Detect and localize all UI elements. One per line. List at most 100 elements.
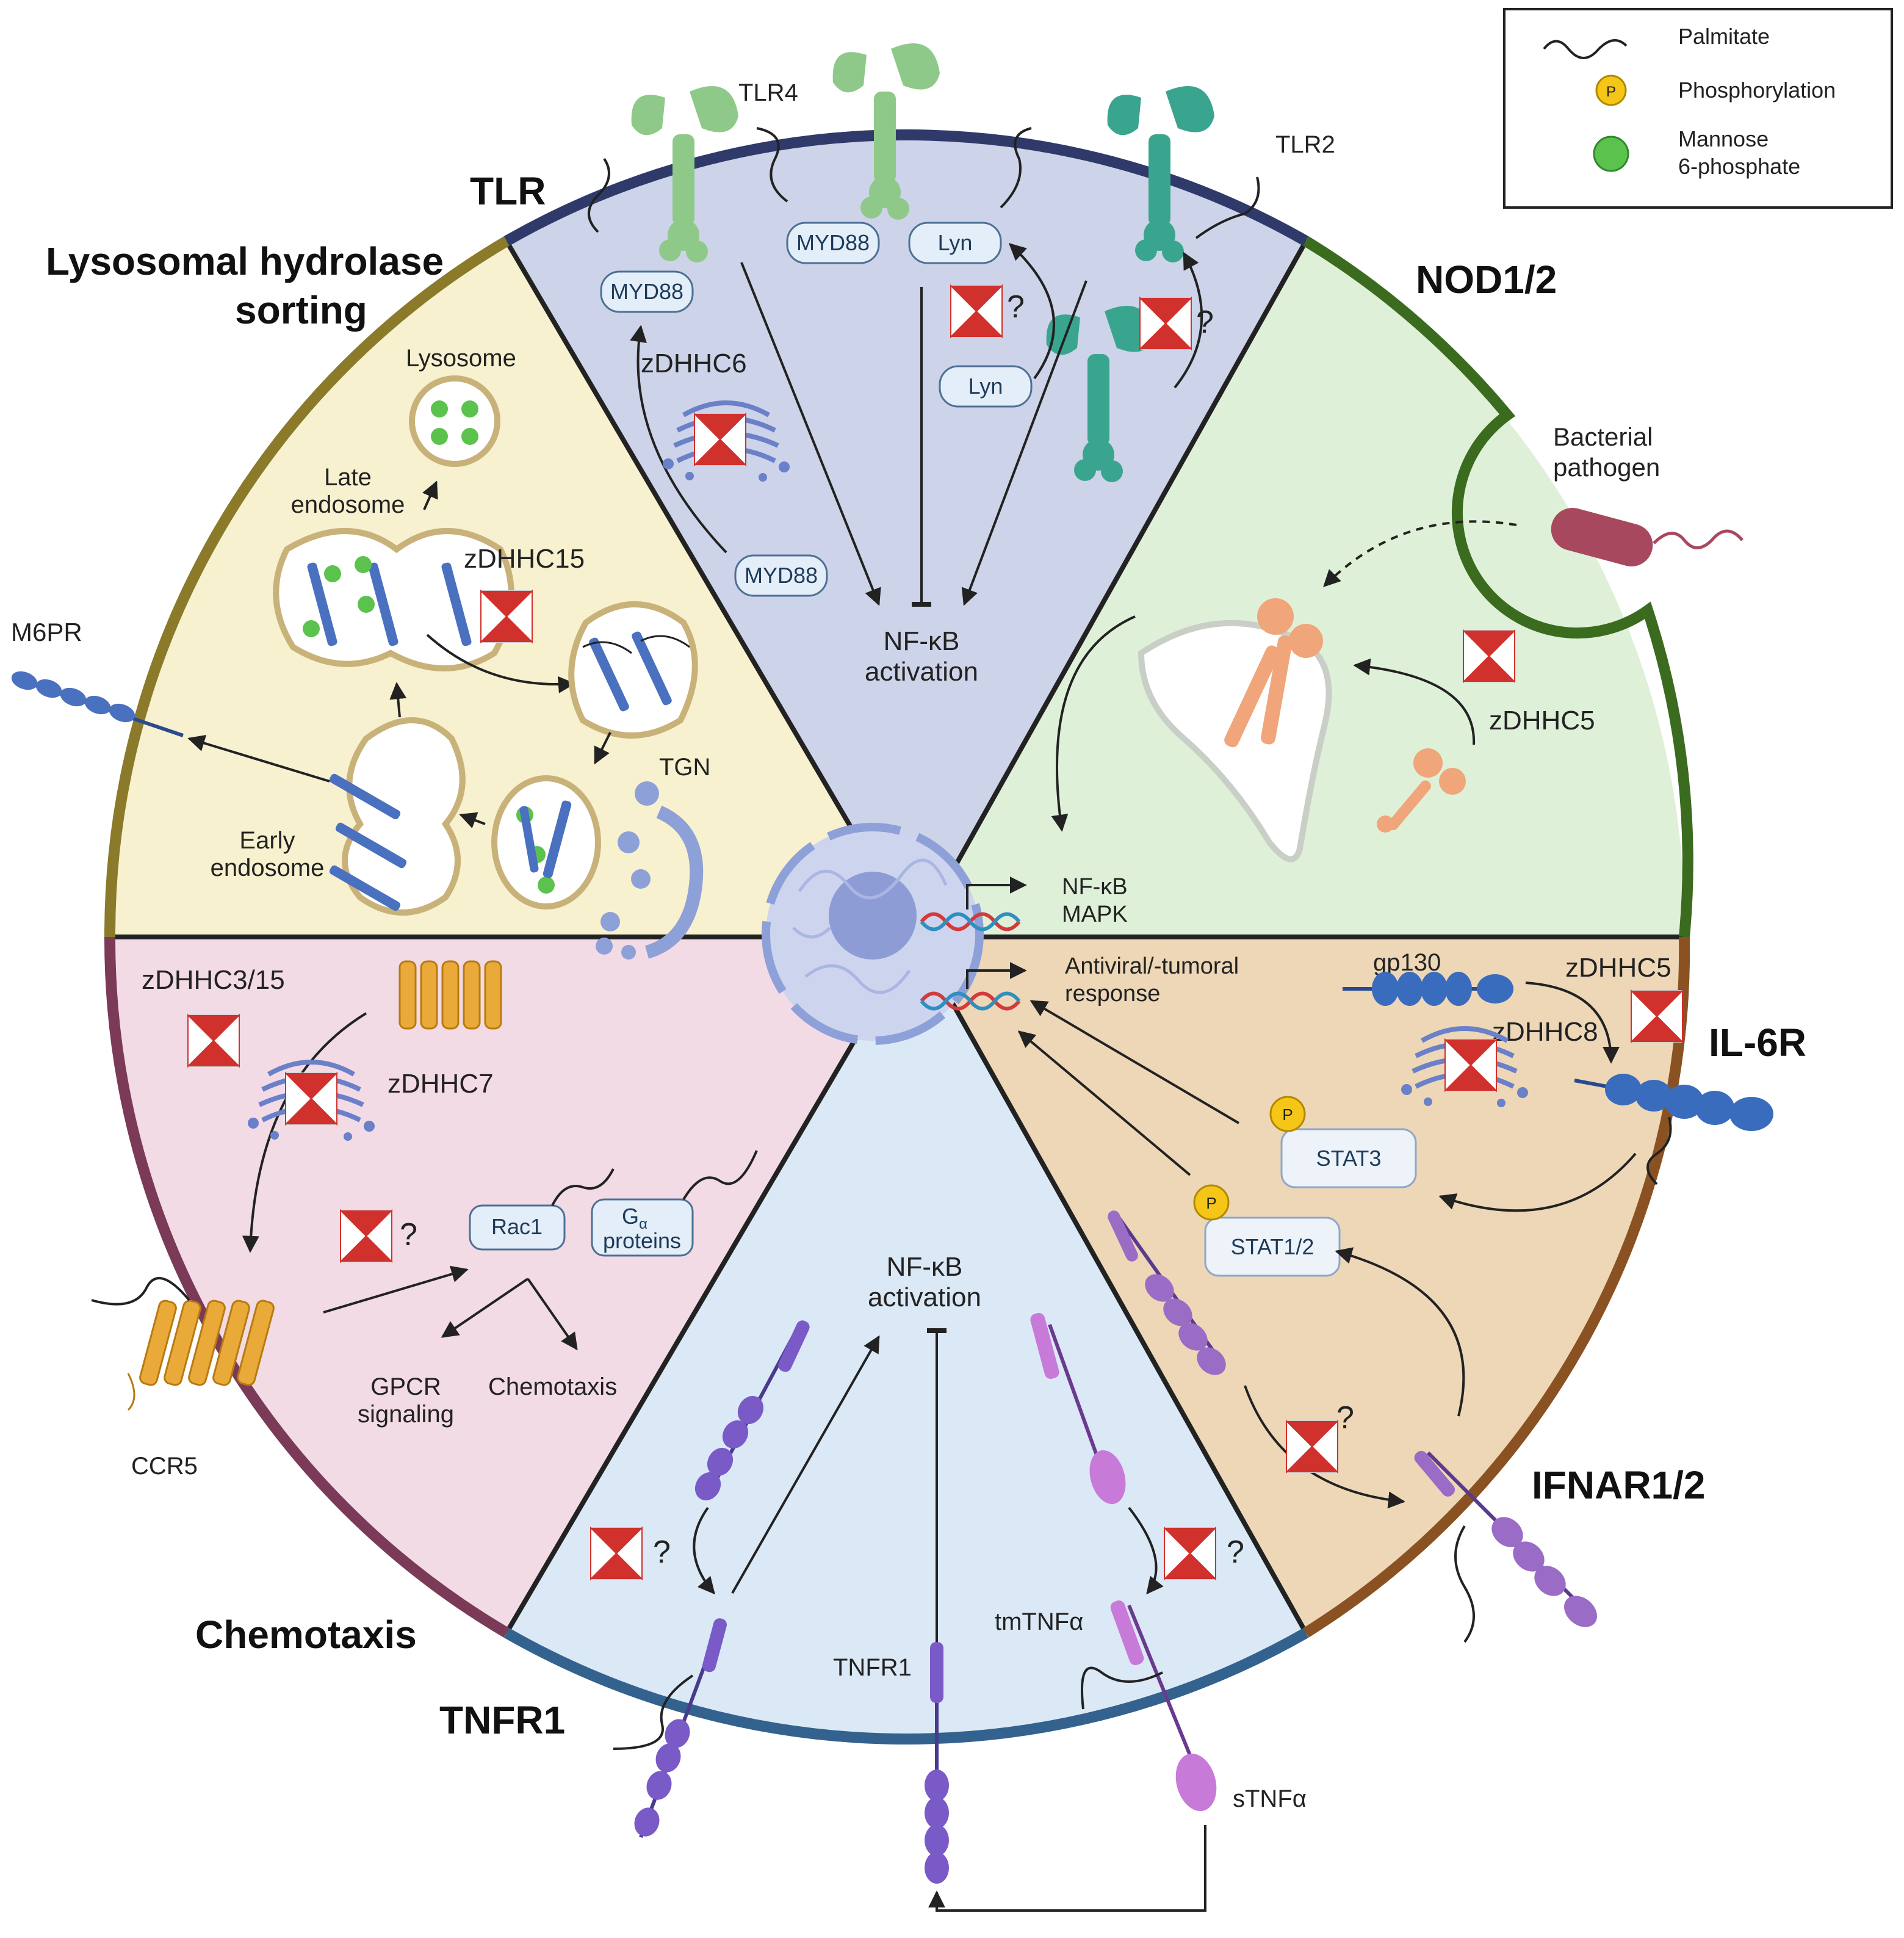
svg-text:MYD88: MYD88 [610,279,683,304]
tnf-wedge [507,937,1306,1739]
tnfr1-receptor-icon-2 [634,1618,727,1839]
nucleus-nfkb: NF-κB [1062,874,1128,900]
lyso-panel: Lysosome Late endosome zDHHC15 [11,345,710,960]
il6-wedge [915,937,1685,1633]
late-endosome-label-1: Late [324,464,372,491]
nod-receptor-icon [1224,598,1323,748]
pathogen-label-2: pathogen [1553,453,1660,482]
chemo-panel: zDHHC3/15 zDHHC7 ? Rac1 Gα proteins [91,960,758,1480]
tmtnfa-label: tmTNFα [995,1608,1083,1635]
tlr-activation-label: activation [865,657,978,687]
svg-text:Lyn: Lyn [938,230,973,255]
lyn-pill-a: Lyn [908,222,1002,264]
section-title-chemotaxis: Chemotaxis [195,1613,417,1657]
section-title-il6r: IL-6R [1709,1021,1806,1065]
chemo-question: ? [400,1217,417,1253]
legend-p-symbol: P [1606,84,1616,100]
gp130-icon [1343,972,1513,1006]
tlr-border [503,129,1309,246]
tnf-question-1: ? [653,1535,671,1570]
lyso-border [104,236,510,938]
tnf-unknown-enzyme-icon-2 [1164,1527,1216,1580]
section-title-tlr: TLR [470,169,546,213]
gpcr-label-1: GPCR [370,1373,441,1400]
nod-border [1303,236,1693,938]
tgn-icon [596,781,704,960]
il6-unknown-enzyme-icon [1286,1420,1338,1473]
stat3-box: STAT3 P [1269,1096,1417,1188]
late-endosome-icon [273,528,514,671]
nucleus-response: response [1065,981,1160,1007]
zdhhc3-15-label: zDHHC3/15 [142,965,285,995]
zdhhc7-enzyme-icon [285,1072,337,1125]
tgn-endosome-icon [568,601,698,739]
unknown-enzyme-icon-2 [1139,297,1192,350]
vesicle-icon [491,775,601,909]
galpha-pill: Gα proteins [591,1198,694,1257]
myd88-pill-b: MYD88 [786,222,880,264]
early-endosome-label-1: Early [239,827,295,854]
tnfr1-label: TNFR1 [833,1654,912,1681]
tnf-border [503,1628,1309,1745]
bacteria-icon [1551,508,1744,566]
zdhhc8-label: zDHHC8 [1492,1017,1598,1047]
svg-text:Lyn: Lyn [968,374,1003,399]
ifnar-receptor-icon-1 [1108,1210,1226,1375]
svg-text:proteins: proteins [603,1228,681,1253]
nucleus-mapk: MAPK [1062,902,1128,927]
phosphorylation-icon [1595,74,1627,106]
dna-helix-2 [920,962,1027,1011]
stat12-box: STAT1/2 P [1193,1184,1341,1277]
zdhhc8-enzyme-icon [1444,1039,1497,1091]
tlr4-label: TLR4 [738,79,798,106]
mannose-icon [1593,136,1629,172]
tlr-panel: TLR4 TLR2 MYD88 MYD88 MYD88 Lyn Lyn [588,43,1335,687]
chemotaxis-outcome-label: Chemotaxis [488,1373,617,1400]
ccr5-icon [127,1300,275,1411]
tmtnfa-icon-2 [1110,1600,1217,1812]
early-endosome-icon [329,717,466,916]
tlr2-label: TLR2 [1275,131,1335,158]
chemo-unknown-enzyme-icon [340,1210,392,1262]
tnf-unknown-enzyme-icon-1 [590,1527,643,1580]
gpcr-label-2: signaling [358,1401,454,1428]
zdhhc6-label: zDHHC6 [641,349,747,378]
myd88-pill-a: MYD88 [600,270,694,313]
m6pr-icon [11,671,184,737]
tlr-wedge [507,135,1306,938]
il6-zdhhc5-enzyme-icon [1631,990,1683,1043]
ccr5-top-icon [398,960,502,1030]
tlr-question-1: ? [1007,289,1025,325]
palmitate-icon [1543,39,1628,59]
tnf-activation-label: activation [868,1282,981,1312]
svg-text:MYD88: MYD88 [796,230,870,255]
pathogen-label-1: Bacterial [1553,422,1653,451]
section-title-lysosomal-2: sorting [235,288,367,332]
dna-helix-1 [920,877,1027,931]
zdhhc15-enzyme-icon [480,590,533,643]
svg-text:Gα: Gα [622,1204,647,1232]
nod-zdhhc5-label: zDHHC5 [1489,706,1595,736]
section-title-nod: NOD1/2 [1416,258,1557,302]
nucleus-antiviral: Antiviral/-tumoral [1065,953,1239,979]
lysosome-label: Lysosome [406,345,516,372]
svg-text:STAT3: STAT3 [1316,1146,1382,1171]
legend: Palmitate P Phosphorylation Mannose 6-ph… [1503,8,1893,209]
m6pr-label: M6PR [11,618,82,646]
stnfa-label: sTNFα [1233,1785,1307,1812]
lyn-pill-b: Lyn [939,365,1033,408]
section-title-lysosomal-1: Lysosomal hydrolase [46,239,444,283]
nod-wedge [915,241,1685,937]
early-endosome-label-2: endosome [211,855,325,881]
lysosome-icon [409,375,500,467]
section-title-tnfr1: TNFR1 [439,1698,565,1742]
svg-text:Rac1: Rac1 [491,1214,543,1239]
section-title-ifnar: IFNAR1/2 [1532,1463,1706,1507]
il6-panel: gp130 zDHHC5 zDHHC8 STAT3 P [1017,949,1773,1643]
legend-mannose-1: Mannose [1678,126,1769,151]
ifnar-receptor-icon-2 [1414,1450,1597,1627]
zdhhc3-15-enzyme-icon [187,1014,240,1067]
unknown-enzyme-icon-1 [950,285,1003,338]
zdhhc5-enzyme-icon [1463,630,1515,682]
